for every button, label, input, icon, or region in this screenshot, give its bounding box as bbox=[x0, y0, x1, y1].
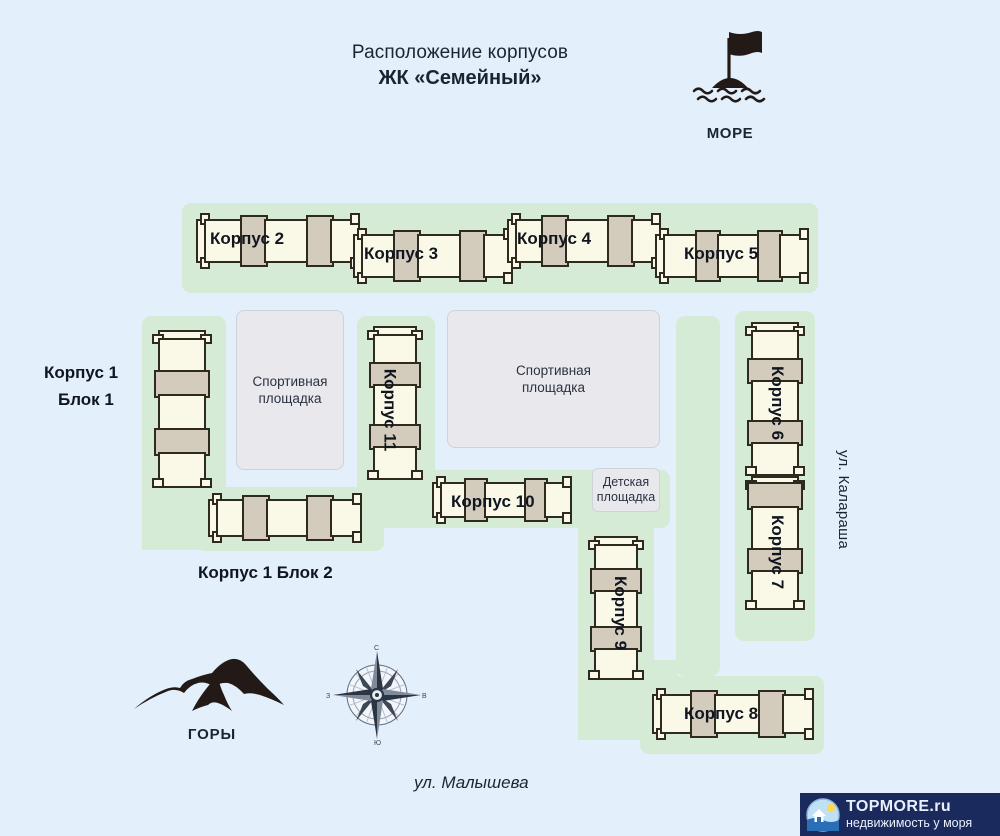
compass-east-label: В bbox=[422, 693, 427, 700]
building-korpus-1-blok-1-label-line1: Корпус 1 bbox=[44, 363, 119, 382]
sea-flag-icon bbox=[692, 31, 766, 103]
house-sea-logo-icon bbox=[806, 797, 840, 832]
street-label-malysheva: ул. Малышева bbox=[414, 773, 529, 792]
sport-ground-2: Спортивная площадка bbox=[447, 310, 660, 448]
sport-ground-1-line1: Спортивная bbox=[252, 374, 328, 389]
sport-ground-1: Спортивная площадка bbox=[236, 310, 344, 470]
watermark-brand: TOPMORE.ru bbox=[846, 798, 952, 815]
building-korpus-1-blok-2-label: Корпус 1 Блок 2 bbox=[198, 563, 333, 582]
sport-ground-2-line2: площадка bbox=[521, 380, 586, 395]
watermark: TOPMORE.ru недвижимость у моря bbox=[800, 793, 1000, 836]
mountains-marker: ГОРЫ bbox=[132, 655, 292, 743]
kids-ground: Детская площадка bbox=[592, 468, 660, 512]
compass-south-label: Ю bbox=[374, 740, 381, 747]
title-line-2: ЖК «Семейный» bbox=[378, 67, 542, 89]
building-korpus-1-blok-1-label-line2: Блок 1 bbox=[58, 390, 114, 409]
street-label-kalarasha: ул. Калараша bbox=[835, 450, 852, 550]
kids-ground-line2: площадка bbox=[596, 490, 656, 504]
page-title: Расположение корпусов ЖК «Семейный» bbox=[250, 40, 670, 92]
mountains-icon bbox=[134, 658, 284, 711]
compass-marker: С Ю В З bbox=[325, 643, 429, 747]
compass-west-label: З bbox=[326, 693, 330, 700]
sport-ground-2-line1: Спортивная bbox=[516, 363, 591, 378]
green-zone-middle-strip bbox=[676, 316, 720, 676]
watermark-tagline: недвижимость у моря bbox=[846, 816, 973, 830]
compass-north-label: С bbox=[374, 645, 379, 652]
sea-label: МОРЕ bbox=[706, 125, 754, 142]
mountains-label: ГОРЫ bbox=[187, 726, 237, 743]
compass-rose-icon: С Ю В З bbox=[326, 645, 427, 747]
sea-marker: МОРЕ bbox=[674, 24, 786, 142]
sport-ground-1-line2: площадка bbox=[258, 391, 322, 406]
kids-ground-line1: Детская bbox=[602, 475, 650, 489]
title-line-1: Расположение корпусов bbox=[351, 42, 569, 63]
